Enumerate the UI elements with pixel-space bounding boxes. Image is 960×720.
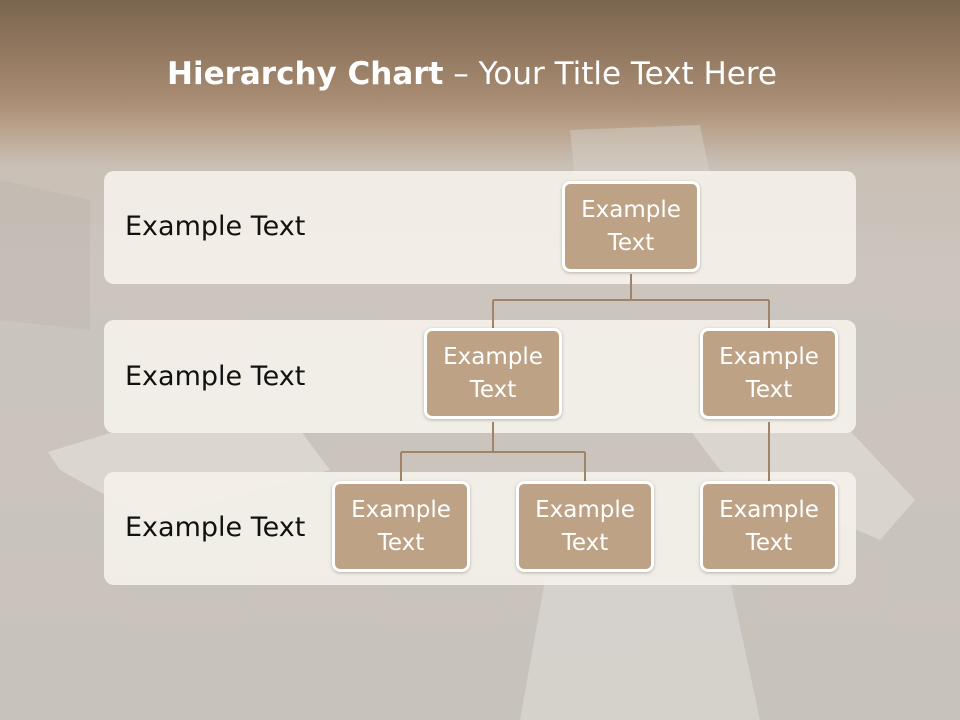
node-text-line2: Text: [561, 529, 609, 556]
org-node-level2-right: Example Text: [700, 328, 838, 419]
node-text-line1: Example: [443, 343, 543, 370]
slide-title: Hierarchy Chart – Your Title Text Here: [0, 56, 944, 92]
node-text-line2: Text: [745, 529, 793, 556]
node-text-line1: Example: [719, 343, 819, 370]
node-text-line1: Example: [719, 496, 819, 523]
org-node-root: Example Text: [562, 181, 700, 272]
node-text-line1: Example: [535, 496, 635, 523]
level-label-3: Example Text: [125, 512, 306, 543]
org-node-level3-a: Example Text: [332, 481, 470, 572]
node-text-line2: Text: [377, 529, 425, 556]
node-text-line1: Example: [581, 196, 681, 223]
title-bold: Hierarchy Chart: [167, 56, 444, 92]
node-text-line2: Text: [607, 229, 655, 256]
title-rest: – Your Title Text Here: [443, 56, 777, 92]
org-node-level3-c: Example Text: [700, 481, 838, 572]
level-band-1: [104, 171, 856, 284]
connector-left-children: [400, 422, 586, 481]
org-node-level2-left: Example Text: [424, 328, 562, 419]
level-label-2: Example Text: [125, 361, 306, 392]
connector-root-children: [492, 274, 770, 328]
node-text-line1: Example: [351, 496, 451, 523]
node-text-line2: Text: [469, 376, 517, 403]
org-node-level3-b: Example Text: [516, 481, 654, 572]
node-text-line2: Text: [745, 376, 793, 403]
level-label-1: Example Text: [125, 211, 306, 242]
